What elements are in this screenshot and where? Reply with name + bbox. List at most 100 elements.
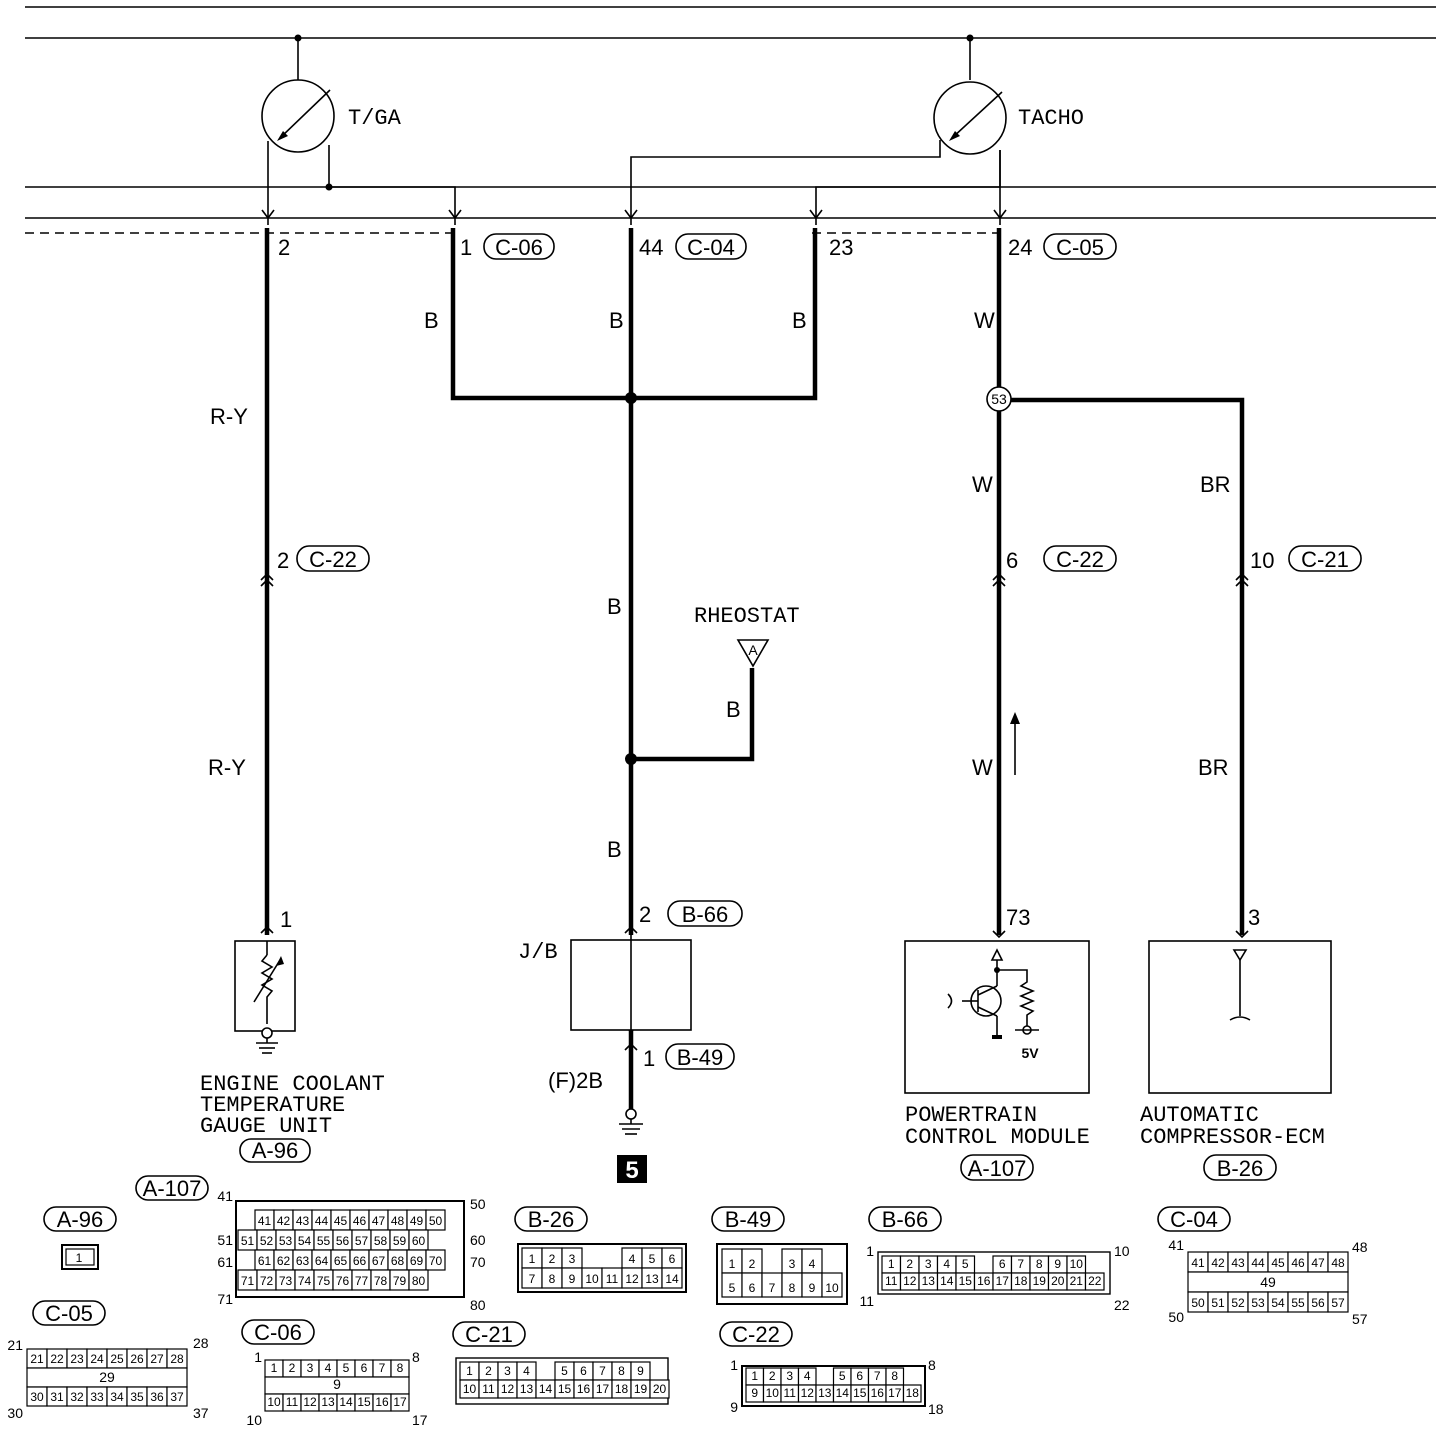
face-c21-cell: 9 [637, 1364, 644, 1378]
face-c21-cell: 19 [634, 1382, 648, 1396]
svg-text:5V: 5V [1021, 1045, 1039, 1061]
face-a107-side: 41 [217, 1188, 233, 1204]
face-a107-cell: 46 [353, 1214, 367, 1228]
face-c22-cell: 12 [801, 1386, 815, 1400]
face-b66-cell: 20 [1051, 1274, 1065, 1288]
face-b49-cell: 2 [749, 1257, 756, 1271]
face-c06-cell: 14 [339, 1395, 353, 1409]
face-a107-cell: 63 [296, 1254, 310, 1268]
face-c21-cell: 4 [523, 1364, 530, 1378]
face-c04-cell: 53 [1251, 1296, 1265, 1310]
face-b49-cell: 6 [749, 1281, 756, 1295]
face-a107-cell: 61 [258, 1254, 272, 1268]
face-b26-tag-title: B-26 [528, 1207, 574, 1232]
ground-label: (F)2B [548, 1068, 603, 1093]
svg-text:53: 53 [991, 391, 1007, 407]
face-b66-cell: 11 [885, 1274, 898, 1288]
face-b66-cell: 7 [1017, 1257, 1024, 1271]
face-c21-cell: 18 [615, 1382, 629, 1396]
face-c06-tag: C-06 [241, 1319, 315, 1345]
face-c06-cell: 3 [307, 1361, 314, 1375]
face-b49-cell: 8 [789, 1281, 796, 1295]
face-c06-cell: 6 [361, 1361, 368, 1375]
wire-color-b-1: B [424, 308, 439, 333]
face-c22-cell: 15 [853, 1386, 867, 1400]
splice-53: 53 [986, 386, 1012, 412]
face-a107-cell: 69 [410, 1254, 424, 1268]
face-b49-tag-title: B-49 [725, 1207, 771, 1232]
svg-text:COMPRESSOR-ECM: COMPRESSOR-ECM [1140, 1125, 1325, 1150]
face-c06-side: 1 [254, 1349, 262, 1365]
face-b26-cell: 1 [529, 1252, 536, 1266]
tag-c21: C-21 [1288, 545, 1362, 572]
face-b66-cell: 21 [1070, 1274, 1084, 1288]
face-b49-tag: B-49 [711, 1206, 785, 1232]
face-c04-cell: 50 [1191, 1296, 1205, 1310]
face-a107-cell: 80 [412, 1274, 426, 1288]
face-c05-cell: 36 [150, 1390, 164, 1404]
face-a96-tag: A-96 [43, 1206, 117, 1232]
pin-c22-6: 6 [1006, 548, 1018, 573]
svg-text:AUTOMATIC: AUTOMATIC [1140, 1103, 1259, 1128]
face-c21-cell: 14 [539, 1382, 553, 1396]
wire-color-w-3: W [972, 755, 993, 780]
face-c05-side: 28 [193, 1335, 209, 1351]
face-c05-cell: 27 [150, 1352, 164, 1366]
face-b66-cell: 9 [1054, 1257, 1061, 1271]
svg-text:A: A [748, 642, 758, 658]
pin-c04-44: 44 [639, 235, 663, 260]
svg-text:C-22: C-22 [309, 547, 357, 572]
face-c04-cell: 41 [1191, 1256, 1205, 1270]
face-a107-cell: 60 [412, 1234, 426, 1248]
face-c06-side: 17 [412, 1412, 428, 1428]
face-c06-side: 8 [412, 1349, 420, 1365]
pin-c06-1: 1 [460, 235, 472, 260]
tag-c04: C-04 [675, 233, 747, 260]
wire-color-ry-upper: R-Y [210, 404, 248, 429]
svg-text:A-96: A-96 [252, 1138, 298, 1163]
face-a107-cell: 62 [277, 1254, 291, 1268]
face-c22-cell: 2 [769, 1369, 776, 1383]
face-a107-cell: 48 [391, 1214, 405, 1228]
face-c21-cell: 11 [482, 1382, 495, 1396]
svg-text:CONTROL MODULE: CONTROL MODULE [905, 1125, 1090, 1150]
face-c04-cell: 55 [1291, 1296, 1305, 1310]
face-c05-tag-title: C-05 [45, 1301, 93, 1326]
face-c05-cell: 21 [30, 1352, 44, 1366]
svg-text:GAUGE UNIT: GAUGE UNIT [200, 1114, 332, 1139]
face-b26-cell: 14 [665, 1272, 679, 1286]
wires [264, 228, 1245, 1110]
face-a107-cell: 41 [258, 1214, 272, 1228]
face-c04-cell: 45 [1271, 1256, 1285, 1270]
face-b66-side: 22 [1114, 1297, 1130, 1313]
auto-compressor-ecm: 3 AUTOMATIC COMPRESSOR-ECM B-26 [1140, 905, 1332, 1181]
face-b66-cell: 13 [922, 1274, 936, 1288]
pin-c06-2: 2 [278, 235, 290, 260]
face-c22-cell: 9 [751, 1386, 758, 1400]
face-c22-cell: 13 [818, 1386, 832, 1400]
face-c04-side: 57 [1352, 1311, 1368, 1327]
face-b66-cell: 14 [940, 1274, 954, 1288]
jb-label: J/B [518, 940, 558, 965]
face-c04-cell: 48 [1331, 1256, 1345, 1270]
face-a107-cell: 47 [372, 1214, 386, 1228]
face-c21-cell: 17 [596, 1382, 610, 1396]
wire-color-b-4: B [607, 594, 622, 619]
face-a107-cell: 64 [315, 1254, 329, 1268]
svg-text:C-05: C-05 [1056, 235, 1104, 260]
face-b66-side: 1 [866, 1243, 874, 1259]
face-c06-tag-title: C-06 [254, 1320, 302, 1345]
face-c05-cell: 26 [130, 1352, 144, 1366]
face-b26-cell: 8 [549, 1272, 556, 1286]
face-a107-side: 61 [217, 1254, 233, 1270]
face-b66-cell: 17 [996, 1274, 1010, 1288]
pin-acecm-3: 3 [1248, 905, 1260, 930]
face-c06-cell: 9 [333, 1376, 341, 1392]
powertrain-control-module: 73 5V POWERTRAIN CONTROL MODULE A-107 [904, 905, 1090, 1181]
wire-color-br-2: BR [1198, 755, 1229, 780]
